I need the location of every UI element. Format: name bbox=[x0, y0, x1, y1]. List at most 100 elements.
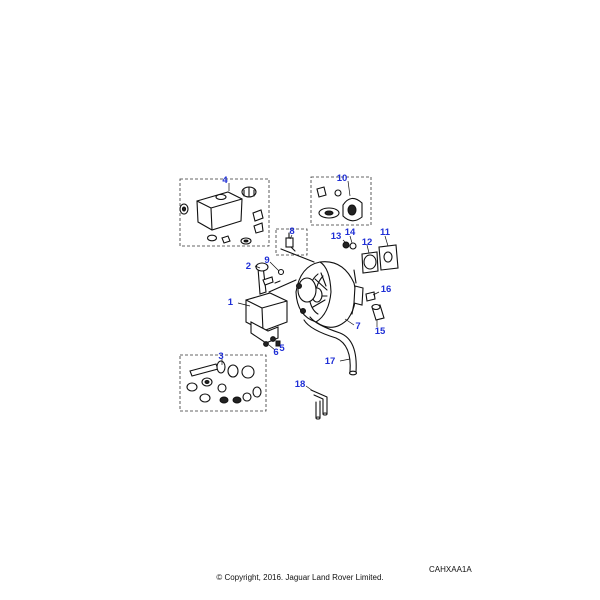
leader-13 bbox=[342, 239, 347, 244]
leader-11 bbox=[384, 235, 389, 247]
leader-9 bbox=[269, 261, 280, 272]
booster-clip-16 bbox=[365, 291, 376, 302]
cylinder-reservoir bbox=[245, 292, 288, 332]
booster-stud-1 bbox=[296, 283, 302, 289]
cylinder-kit-ring-3 bbox=[217, 383, 227, 393]
callout-17: 17 bbox=[325, 356, 336, 367]
leader-7 bbox=[344, 318, 355, 326]
reservoir-clip-right-bottom bbox=[253, 222, 264, 234]
reservoir-seal-hole bbox=[243, 239, 249, 243]
elbow-pipe bbox=[310, 389, 328, 419]
reservoir-clip-right-top bbox=[252, 209, 264, 222]
valve-kit-washer-hole bbox=[324, 210, 334, 216]
callout-12: 12 bbox=[362, 237, 373, 248]
leader-18 bbox=[305, 385, 314, 392]
cylinder-kit-ring-1 bbox=[186, 382, 198, 392]
reservoir-body bbox=[196, 191, 243, 231]
callout-8: 8 bbox=[289, 226, 294, 237]
leader-2 bbox=[254, 265, 261, 269]
elbow-pipe-end-1 bbox=[322, 412, 328, 416]
leader-8 bbox=[289, 234, 293, 240]
cylinder-port-1 bbox=[263, 341, 269, 347]
cylinder-cap bbox=[255, 262, 269, 272]
callout-11: 11 bbox=[380, 227, 391, 238]
callout-15: 15 bbox=[375, 326, 386, 337]
cylinder-kit-pushrod bbox=[189, 363, 219, 377]
booster-filter-15-top bbox=[371, 303, 381, 311]
cylinder-pipes bbox=[268, 279, 297, 293]
cylinder-kit-piston bbox=[227, 364, 239, 378]
copyright-notice: © Copyright, 2016. Jaguar Land Rover Lim… bbox=[216, 573, 384, 582]
cylinder-fitting bbox=[262, 276, 274, 286]
vacuum-hose bbox=[303, 316, 357, 373]
callout-labels: 1 2 3 4 5 6 7 8 9 10 11 12 13 14 15 16 1… bbox=[218, 173, 391, 390]
cylinder-kit-cup-4 bbox=[252, 386, 262, 398]
valve-kit-group bbox=[310, 176, 372, 226]
brake-booster-group bbox=[280, 248, 364, 328]
booster-fittings-group bbox=[342, 241, 399, 321]
callout-16: 16 bbox=[381, 284, 392, 295]
cylinder-kit-ring-4 bbox=[199, 393, 211, 403]
leader-16 bbox=[372, 291, 380, 296]
check-valve-box bbox=[275, 228, 308, 256]
cylinder-bolt-5 bbox=[275, 340, 281, 347]
callout-6: 6 bbox=[273, 347, 278, 358]
valve-kit-box bbox=[310, 176, 372, 226]
callout-13: 13 bbox=[331, 231, 342, 242]
callout-3: 3 bbox=[218, 351, 223, 362]
callout-10: 10 bbox=[337, 173, 348, 184]
callout-9: 9 bbox=[264, 255, 269, 266]
callout-1: 1 bbox=[228, 297, 234, 308]
booster-washer-14 bbox=[349, 242, 357, 250]
callout-18: 18 bbox=[295, 379, 306, 390]
booster-back-studs bbox=[351, 269, 357, 315]
callout-7: 7 bbox=[355, 321, 360, 332]
cylinder-kit-seal-1 bbox=[216, 360, 226, 374]
callout-14: 14 bbox=[345, 227, 356, 238]
check-valve-group bbox=[275, 228, 308, 256]
booster-vacuum-line bbox=[280, 248, 315, 263]
cylinder-kit-oring bbox=[241, 365, 255, 379]
leader-1 bbox=[237, 302, 251, 307]
reservoir-cap-ribs bbox=[243, 186, 255, 198]
diagram-reference-code: CAHXAA1A bbox=[429, 565, 472, 574]
check-valve-stems bbox=[288, 232, 296, 252]
reservoir-kit-group bbox=[179, 178, 270, 247]
reservoir-grommet-left-hole bbox=[181, 206, 187, 212]
booster-grommet-13 bbox=[342, 241, 350, 249]
callout-5: 5 bbox=[279, 343, 285, 354]
reservoir-edges bbox=[196, 198, 243, 231]
booster-stud-2 bbox=[300, 308, 306, 314]
booster-seal-12-ring bbox=[363, 254, 377, 270]
cylinder-kit-cup-3 bbox=[242, 392, 252, 402]
master-cylinder-group bbox=[245, 262, 297, 347]
reservoir-kit-box bbox=[179, 178, 270, 247]
callout-2: 2 bbox=[246, 261, 251, 272]
leader-12 bbox=[366, 244, 370, 254]
cylinder-nut-9 bbox=[277, 268, 285, 276]
valve-kit-grommet-center bbox=[347, 204, 357, 216]
elbow-pipe-group bbox=[310, 389, 328, 420]
booster-gasket-11-hole bbox=[383, 251, 393, 263]
cylinder-reservoir-edges bbox=[245, 299, 288, 332]
cylinder-kit-cup-1 bbox=[219, 396, 229, 404]
leader-lines bbox=[221, 180, 389, 392]
leader-14 bbox=[349, 235, 353, 244]
vacuum-hose-end bbox=[348, 370, 358, 376]
reservoir-neck bbox=[215, 193, 227, 201]
reservoir-seal-left bbox=[206, 234, 218, 242]
leader-6 bbox=[268, 344, 276, 351]
booster-gasket-11 bbox=[378, 244, 399, 271]
valve-kit-small-part bbox=[334, 189, 342, 197]
cylinder-port-2 bbox=[270, 336, 276, 342]
leader-10 bbox=[347, 180, 351, 197]
cylinder-kit-cup-2 bbox=[232, 396, 242, 404]
cylinder-kit-group bbox=[179, 354, 267, 412]
leader-17 bbox=[339, 358, 351, 362]
vacuum-hose-group bbox=[303, 316, 358, 376]
cylinder-kit-box bbox=[179, 354, 267, 412]
booster-front-ring bbox=[297, 277, 317, 303]
cylinder-kit-ring-2-hole bbox=[204, 380, 210, 384]
check-valve-body bbox=[285, 237, 294, 248]
